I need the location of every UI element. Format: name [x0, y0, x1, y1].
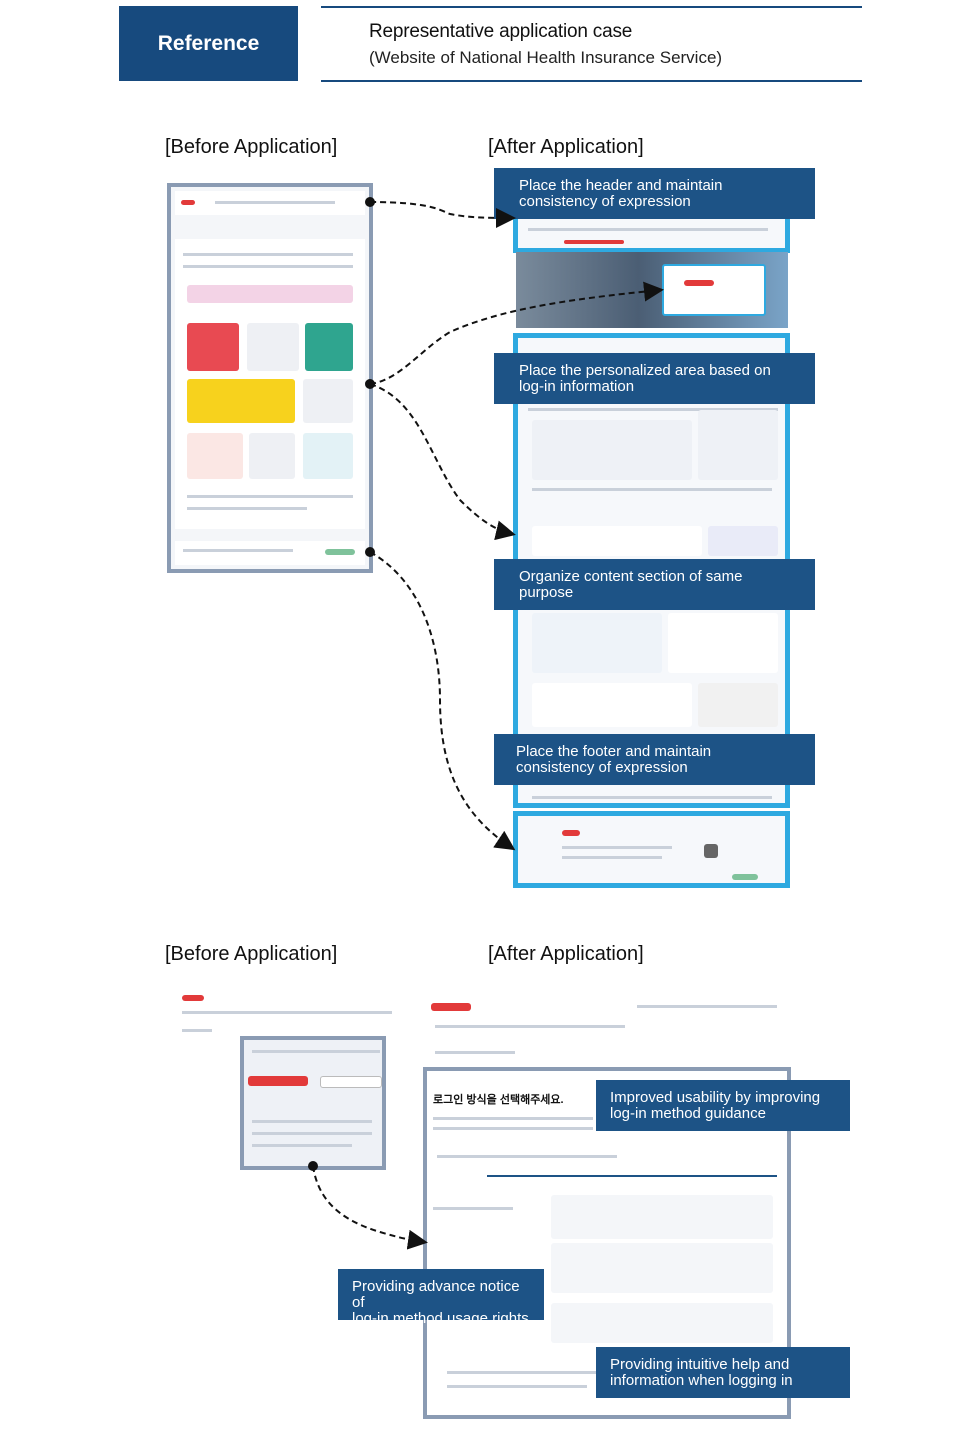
callout-line: information when logging in: [610, 1372, 793, 1389]
option-card: [551, 1243, 773, 1293]
before-label-1: [Before Application]: [165, 136, 338, 158]
callout-help: Providing intuitive help and information…: [596, 1347, 850, 1398]
arrow-footer: [369, 551, 516, 851]
callout-line: log-in method guidance: [610, 1105, 766, 1122]
callout-line: purpose: [519, 584, 574, 601]
logo-icon: [182, 995, 204, 1001]
after-label-1: [After Application]: [488, 136, 644, 158]
logo-icon: [181, 200, 195, 205]
red-card: [187, 323, 239, 371]
callout-line: Place the header and maintain: [519, 177, 723, 194]
before-login-frame: [240, 1036, 386, 1170]
callout-footer: Place the footer and maintain consistenc…: [494, 734, 815, 785]
before-header-area: [175, 191, 365, 215]
dot-content: [365, 379, 375, 389]
callout-line: consistency of expression: [519, 193, 691, 210]
callout-line: Place the personalized area based on: [519, 362, 771, 379]
before-content-area: [175, 239, 365, 529]
callout-advance-notice: Providing advance notice of log-in metho…: [338, 1269, 544, 1327]
after-login-header: [417, 985, 782, 1065]
arrow-login: [312, 1165, 428, 1250]
option-card: [551, 1303, 773, 1343]
callout-line: Place the footer and maintain: [516, 743, 712, 760]
callout-line: log-in method usage rights: [352, 1310, 529, 1327]
yellow-card: [187, 379, 295, 423]
option-card: [551, 1195, 773, 1239]
teal-card: [305, 323, 353, 371]
callout-header: Place the header and maintain consistenc…: [494, 168, 815, 219]
before-footer-area: [175, 541, 365, 565]
callout-line: Providing advance notice of: [352, 1278, 520, 1311]
reference-badge: Reference: [119, 6, 298, 81]
login-box: [662, 264, 766, 316]
reference-header-rule: [321, 6, 862, 82]
dot-footer: [365, 547, 375, 557]
callout-line: log-in information: [519, 378, 635, 395]
callout-line: Improved usability by improving: [610, 1089, 821, 1106]
arrow-header: [369, 201, 516, 228]
callout-content: Organize content section of same purpose: [494, 559, 815, 610]
logo-icon: [431, 1003, 471, 1011]
arrow-personalized: [369, 281, 664, 385]
banner-block: [187, 285, 353, 303]
dot-login: [308, 1161, 318, 1171]
login-heading: 로그인 방식을 선택해주세요.: [433, 1094, 564, 1106]
login-red-button: [248, 1076, 308, 1086]
before-homepage-screenshot: [167, 183, 373, 573]
callout-line: Providing intuitive help and: [610, 1356, 790, 1373]
dot-header: [365, 197, 375, 207]
callout-login-guidance: Improved usability by improving log-in m…: [596, 1080, 850, 1131]
reference-title: Representative application case: [369, 21, 633, 42]
callout-personalized: Place the personalized area based on log…: [494, 353, 815, 404]
callout-line: Organize content section of same: [519, 568, 743, 585]
after-footer-frame: [513, 811, 790, 888]
reference-subtitle: (Website of National Health Insurance Se…: [369, 48, 723, 67]
arrow-content: [369, 383, 516, 541]
after-label-2: [After Application]: [488, 943, 644, 965]
callout-line: consistency of expression: [516, 759, 688, 776]
before-label-2: [Before Application]: [165, 943, 338, 965]
